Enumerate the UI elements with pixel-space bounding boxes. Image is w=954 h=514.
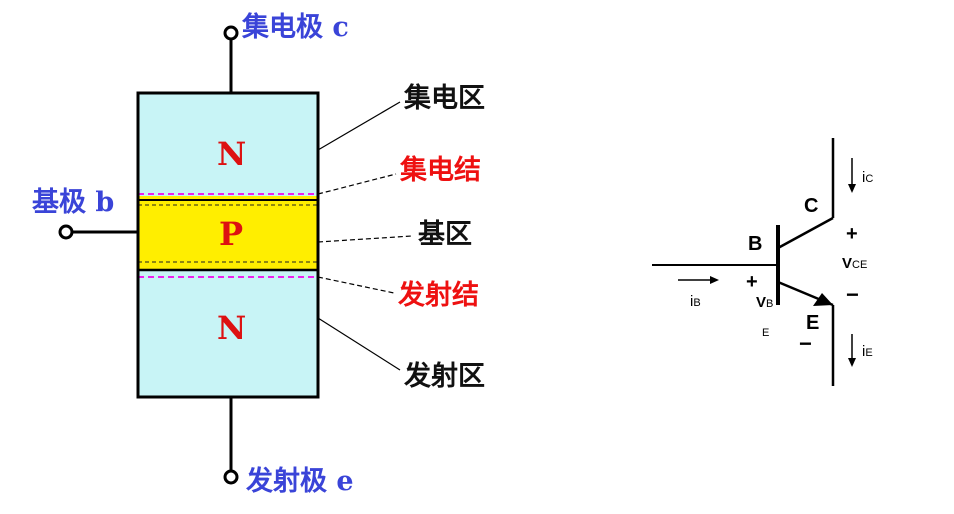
emitter-terminal	[223, 469, 239, 485]
leader-emitter-region	[317, 317, 401, 371]
ib-label: iB	[690, 294, 701, 309]
p-region	[138, 196, 318, 270]
n-region-bottom-label: N	[217, 309, 247, 347]
leader-collector-junction	[317, 173, 397, 195]
emitter-junction-label: 发射结	[398, 280, 479, 311]
ib-main: i	[690, 293, 694, 310]
base-terminal-label: 基极 b	[32, 187, 115, 218]
vce-main: V	[842, 255, 853, 272]
leader-collector-region	[317, 101, 401, 151]
emitter-terminal-label: 发射极 e	[246, 466, 354, 497]
collector-terminal	[223, 25, 239, 41]
vbe-main: V	[756, 294, 767, 311]
vce-sub: CE	[852, 259, 868, 271]
ic-label: iC	[862, 170, 873, 185]
collector-junction-label: 集电结	[400, 155, 481, 186]
base-terminal	[58, 224, 74, 240]
ie-label: iE	[862, 344, 873, 359]
vce-minus: −	[846, 282, 859, 307]
collector-terminal-label: 集电极 c	[242, 12, 349, 43]
vbe-sub2: E	[762, 327, 770, 339]
leader-base-region	[317, 235, 413, 243]
ic-sub: C	[865, 173, 874, 185]
symbol-collector-letter: C	[804, 195, 819, 217]
emitter-region-label: 发射区	[404, 361, 485, 392]
n-region-top	[138, 93, 318, 196]
symbol-collector-diagonal	[777, 216, 834, 250]
ie-main: i	[862, 343, 866, 360]
n-region-bottom	[138, 270, 318, 397]
vbe-minus: −	[799, 331, 812, 356]
device-outline	[136, 91, 320, 399]
ie-sub: E	[865, 347, 873, 359]
collector-region-label: 集电区	[404, 83, 485, 114]
vbe-plus: +	[746, 271, 758, 293]
symbol-emitter-arrow	[813, 293, 833, 306]
vbe-sub: B	[766, 298, 774, 310]
symbol-base-letter: B	[748, 233, 763, 255]
vbe-label: VB	[756, 295, 773, 310]
p-region-label: P	[219, 215, 244, 253]
symbol-emitter-letter: E	[806, 312, 820, 334]
vce-label: VCE	[842, 256, 867, 271]
base-region-label: 基区	[418, 219, 472, 250]
ib-sub: B	[693, 297, 701, 309]
ic-arrow-head	[848, 184, 856, 193]
vce-plus: +	[846, 223, 858, 245]
ib-arrow-head	[710, 276, 719, 284]
ie-arrow-head	[848, 358, 856, 367]
n-region-top-label: N	[217, 135, 247, 173]
leader-emitter-junction	[317, 276, 395, 294]
ic-main: i	[862, 169, 866, 186]
